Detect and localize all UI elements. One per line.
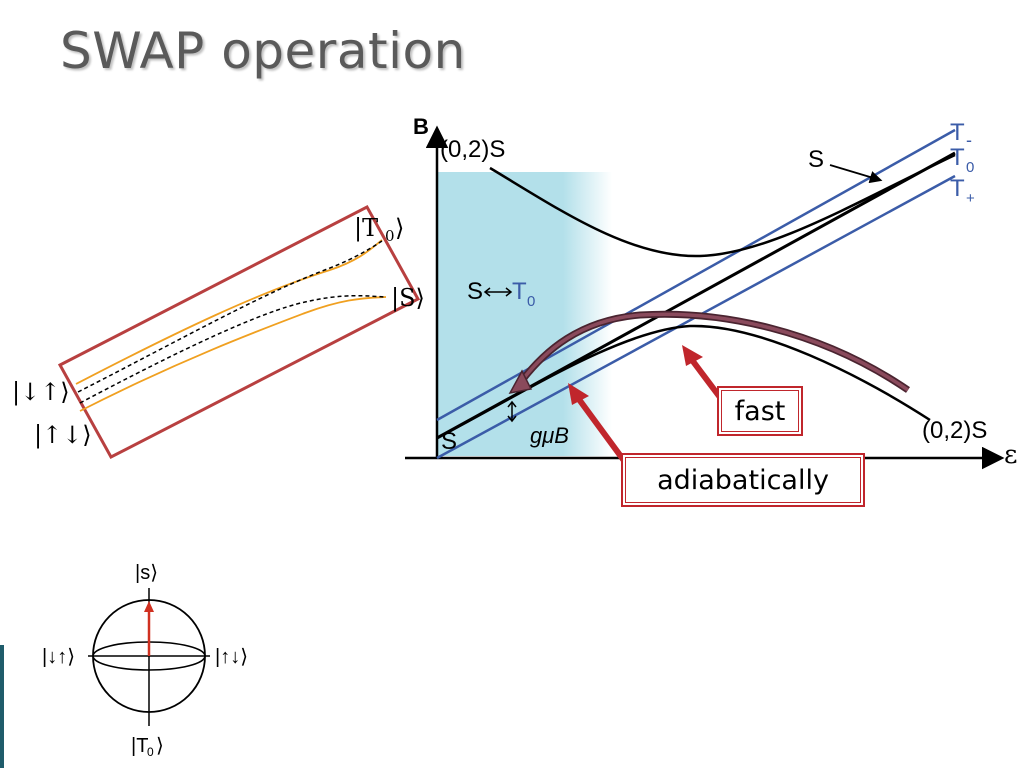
schematic-label-up-down: |↑↓⟩ <box>34 421 92 450</box>
schematic-label-t0-sub: 0 <box>385 227 395 245</box>
fast-callout: fast <box>717 386 803 436</box>
bloch-left-label: |↓↑⟩ <box>42 646 75 668</box>
mixing-label-t0: T <box>512 278 527 305</box>
label-t-plus: T <box>950 175 965 202</box>
orange-curve-lower <box>79 296 387 412</box>
label-zeeman: gμB <box>530 423 569 448</box>
schematic-label-s: |S⟩ <box>391 284 425 313</box>
bloch-right-label: |↑↓⟩ <box>215 646 248 668</box>
orange-curve-upper <box>75 239 383 385</box>
label-t-minus-sub: - <box>966 130 972 150</box>
label-02s-bottom: (0,2)S <box>922 417 987 444</box>
label-s-pointer: S <box>808 146 824 173</box>
schematic-label-t0-close: ⟩ <box>395 214 404 242</box>
adiabatic-pointer <box>575 396 628 464</box>
label-t-plus-sub: + <box>966 190 975 207</box>
bloch-bottom-label: |T <box>131 735 148 757</box>
bloch-top-label: |s⟩ <box>135 562 158 584</box>
singlet-upper-branch <box>489 153 956 258</box>
y-axis-label: B <box>413 114 429 139</box>
mixing-label-t0-sub: 0 <box>527 293 535 310</box>
dashed-curve-lower <box>79 294 387 404</box>
schematic-frame <box>57 205 421 459</box>
mixing-label-s: S <box>467 278 483 305</box>
x-axis-label: ε <box>1004 440 1017 470</box>
slide-title: SWAP operation <box>60 22 466 80</box>
label-t-zero: T <box>950 144 965 171</box>
label-t-minus: T <box>950 119 965 146</box>
dashed-curve-upper <box>77 240 383 393</box>
slide-edge-bar <box>0 645 4 768</box>
singlet-pointer-arrow <box>829 164 883 184</box>
singlet-lower-branch <box>436 324 931 440</box>
label-s-bottom: S <box>441 428 457 455</box>
schematic-label-t0: |T <box>354 214 378 243</box>
bloch-bottom-close: ⟩ <box>156 735 164 757</box>
bloch-bottom-sub: 0 <box>147 745 154 759</box>
label-t-zero-sub: 0 <box>966 159 974 176</box>
label-02s-top: (0,2)S <box>440 136 505 163</box>
schematic-label-down-up: |↓↑⟩ <box>12 378 70 407</box>
sweep-arrowhead <box>508 369 533 395</box>
adiabatically-callout: adiabatically <box>621 453 865 507</box>
